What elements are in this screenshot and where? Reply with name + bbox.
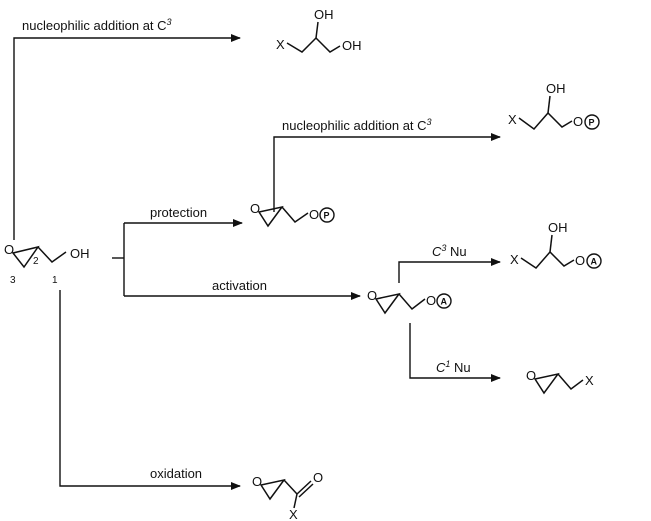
atom-x-ox: X	[289, 507, 298, 521]
arrow-oxidation	[59, 290, 241, 490]
protecting-group-circle	[319, 207, 335, 223]
label-oxidation: oxidation	[150, 466, 202, 481]
atom-oh-mid: OH	[546, 81, 566, 96]
atom-oh-top-2: OH	[342, 38, 362, 53]
label-c1-nu: C1 Nu	[436, 359, 471, 375]
activating-group-circle-c3	[586, 253, 602, 269]
label-nucleophilic-top: nucleophilic addition at C3	[22, 17, 172, 33]
atom-o-mid: O	[573, 114, 583, 129]
atom-oh-top-1: OH	[314, 7, 334, 22]
molecule-protected-product: X OH O P	[508, 81, 600, 131]
atom-o-epoxide: O	[4, 242, 14, 257]
atom-x-top: X	[276, 37, 285, 52]
atom-o-protected: O	[309, 207, 319, 222]
atom-o-activated: O	[426, 293, 436, 308]
molecule-protected-glycidol: O O P	[250, 201, 335, 228]
molecule-oxidation-product: O O X	[252, 470, 323, 521]
activating-group-a: A	[441, 297, 448, 307]
atom-o-protected-epoxide: O	[250, 201, 260, 216]
molecule-diol-top: X OH OH	[276, 7, 362, 53]
atom-o-activated-epoxide: O	[367, 288, 377, 303]
carbon-number-3: 3	[10, 275, 16, 286]
activating-group-circle	[436, 293, 452, 309]
arrow-nucleophilic-top	[13, 34, 241, 240]
molecule-glycidol: O OH 3 2 1	[4, 242, 90, 286]
label-nucleophilic-mid: nucleophilic addition at C3	[282, 117, 432, 133]
label-c3-nu: C3 Nu	[432, 243, 467, 259]
atom-o-ox-epoxide: O	[252, 474, 262, 489]
molecule-c3-product: X OH O A	[510, 220, 602, 269]
arrow-c1-nu	[409, 323, 501, 382]
arrow-c3-nu	[398, 258, 501, 283]
atom-o-c3: O	[575, 253, 585, 268]
atom-x-c3: X	[510, 252, 519, 267]
label-protection: protection	[150, 205, 207, 220]
activating-group-a-c3: A	[591, 257, 598, 267]
arrow-nucleophilic-mid	[273, 133, 501, 212]
atom-oh-start: OH	[70, 246, 90, 261]
protecting-group-p: P	[324, 211, 330, 221]
branch-connector	[112, 223, 125, 296]
molecule-c1-product: O X	[526, 368, 594, 395]
atom-o-c1-epoxide: O	[526, 368, 536, 383]
atom-x-mid: X	[508, 112, 517, 127]
carbon-number-2: 2	[33, 256, 39, 267]
atom-x-c1: X	[585, 373, 594, 388]
molecule-activated-glycidol: O O A	[367, 288, 452, 315]
protecting-group-circle-mid	[584, 114, 600, 130]
label-activation: activation	[212, 278, 267, 293]
atom-oh-c3: OH	[548, 220, 568, 235]
carbon-number-1: 1	[52, 275, 58, 286]
protecting-group-p-mid: P	[589, 118, 595, 128]
atom-o-carbonyl: O	[313, 470, 323, 485]
